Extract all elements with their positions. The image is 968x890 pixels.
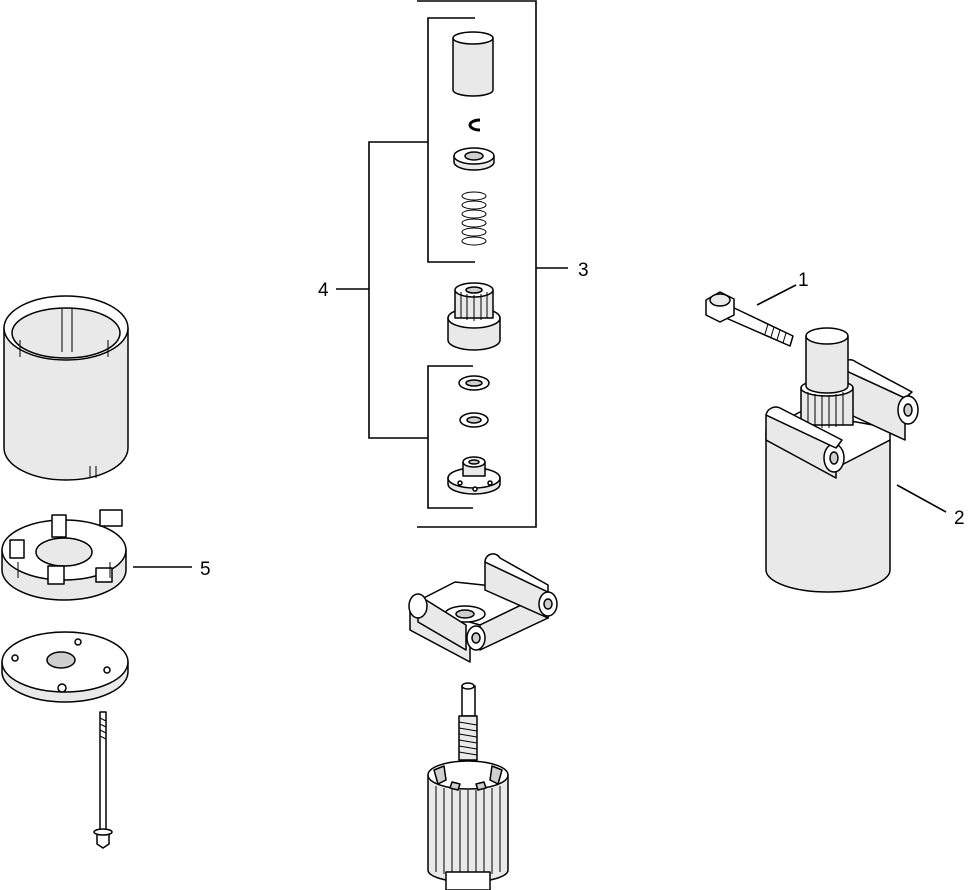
- pinion-stop-collar: [452, 31, 494, 97]
- leader-1: [756, 284, 797, 306]
- anti-drift-spring: [461, 191, 487, 246]
- armature: [427, 682, 509, 890]
- bracket-item-3: [417, 0, 568, 528]
- drive-pinion-gear: [447, 282, 501, 351]
- commutator-end-plate: [1, 631, 129, 703]
- callout-4: 4: [318, 280, 329, 301]
- bracket-upper-group: [427, 17, 475, 263]
- thru-bolt: [93, 711, 113, 849]
- leader-2: [896, 484, 947, 513]
- callout-5: 5: [200, 559, 211, 580]
- mounting-bolt: [705, 291, 794, 347]
- bracket-lower-group: [427, 365, 473, 509]
- drive-end-cap: [447, 456, 501, 495]
- callout-1: 1: [798, 270, 809, 291]
- brush-holder-assembly: [1, 509, 127, 601]
- starter-motor-assembly: [765, 327, 919, 593]
- spacer-washer-b: [459, 412, 489, 428]
- spacer-washer-a: [458, 375, 490, 391]
- drive-end-bracket: [408, 553, 558, 663]
- callout-3: 3: [578, 260, 589, 281]
- bracket-item-4: [336, 141, 428, 439]
- motor-housing: [3, 295, 129, 481]
- retaining-ring: [468, 118, 481, 132]
- thrust-washer: [453, 147, 495, 171]
- callout-2: 2: [954, 508, 965, 529]
